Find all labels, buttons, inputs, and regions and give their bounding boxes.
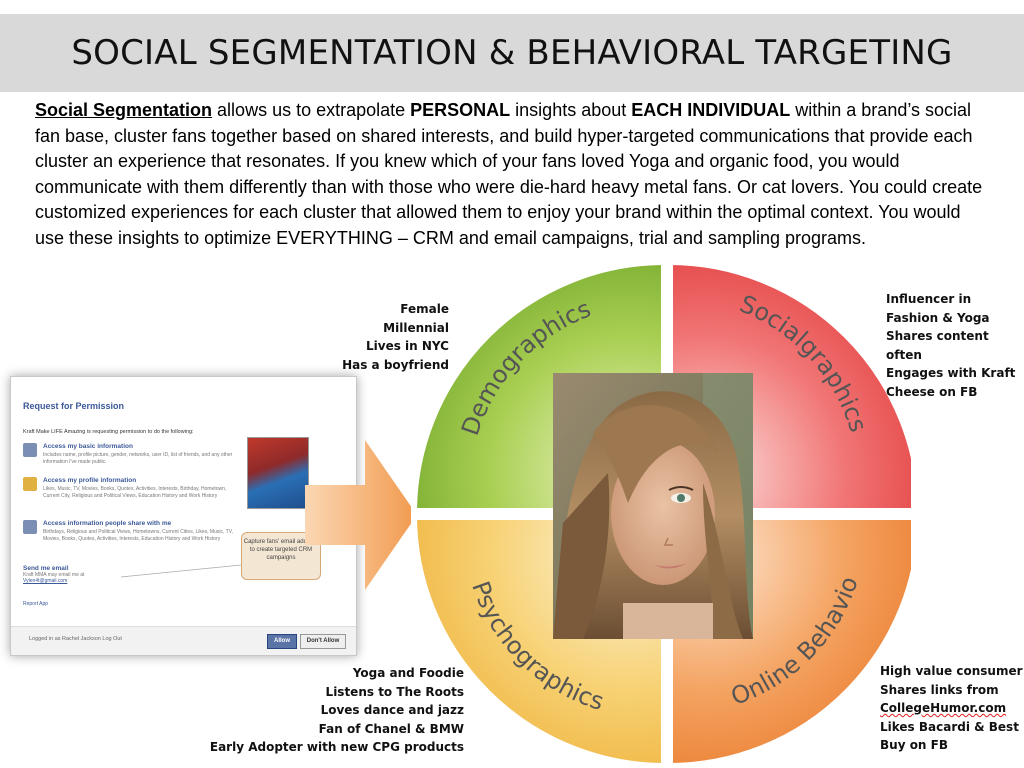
detail-line: Millennial (383, 320, 449, 335)
fb-email-address[interactable]: Vylen4t@gmail.com (23, 578, 68, 584)
fb-dialog-title: Request for Permission (23, 401, 125, 411)
fb-dialog-subtitle: Kraft Make LIFE Amazing is requesting pe… (23, 429, 194, 435)
body-bold-individual: EACH INDIVIDUAL (631, 100, 791, 120)
callout-line (120, 564, 242, 578)
fb-dialog-footer: Logged in as Rachel Jackson Log Out Allo… (11, 626, 356, 655)
lead-term: Social Segmentation (35, 100, 213, 120)
demographics-details: Female Millennial Lives in NYC Has a boy… (342, 300, 449, 374)
body-text-1: allows us to extrapolate (212, 100, 411, 120)
fb-email-row: Send me email Kraft MMA may email me at … (23, 565, 84, 584)
fb-email-desc: Kraft MMA may email me at (23, 572, 85, 578)
fb-row-desc: Birthdays, Religious and Political Views… (43, 529, 233, 542)
detail-line: Shares content often (886, 329, 989, 362)
detail-line: Likes Bacardi & Best (880, 719, 1019, 734)
socialgraphics-details: Influencer in Fashion & Yoga Shares cont… (886, 290, 1024, 401)
fb-row-title: Access my profile information (43, 477, 137, 484)
detail-line: Listens to The Roots (325, 684, 464, 699)
body-bold-personal: PERSONAL (410, 100, 511, 120)
body-text-3: within a brand’s social fan base, cluste… (35, 100, 983, 248)
fb-permission-dialog: Request for Permission Kraft Make LIFE A… (10, 376, 357, 656)
arrow-right-icon (305, 440, 417, 590)
fb-logged-in: Logged in as Rachel Jackson Log Out (29, 636, 122, 642)
detail-line: Lives in NYC (366, 339, 449, 353)
detail-line: High value consumer (880, 664, 1023, 678)
detail-line: Fan of Chanel & BMW (318, 721, 464, 736)
fb-report-link[interactable]: Report App (23, 601, 49, 607)
detail-line: Yoga and Foodie (352, 666, 464, 680)
detail-line: Cheese on FB (886, 384, 978, 399)
fb-row-title: Access my basic information (43, 443, 133, 450)
detail-line: Early Adopter with new CPG products (209, 740, 464, 754)
title-bar: SOCIAL SEGMENTATION & BEHAVIORAL TARGETI… (0, 14, 1024, 92)
dont-allow-button[interactable]: Don't Allow (300, 634, 346, 649)
body-text-2: insights about (510, 100, 632, 120)
allow-button[interactable]: Allow (267, 634, 297, 649)
slide-title: SOCIAL SEGMENTATION & BEHAVIORAL TARGETI… (71, 33, 953, 73)
psychographics-details: Yoga and Foodie Listens to The Roots Lov… (210, 664, 464, 757)
people-icon (23, 520, 37, 534)
portrait-photo (553, 373, 753, 639)
fb-row-desc: Likes, Music, TV, Movies, Books, Quotes,… (43, 486, 227, 499)
detail-line: Fashion & Yoga (886, 310, 990, 325)
pencil-icon (23, 477, 37, 491)
online-behavior-details: High value consumer Shares links from Co… (880, 662, 1023, 755)
detail-line: Female (400, 302, 449, 316)
detail-line: CollegeHumor.com (880, 701, 1007, 715)
detail-line: Loves dance and jazz (320, 703, 464, 717)
user-icon (23, 443, 37, 457)
detail-line: Influencer in (886, 292, 972, 306)
detail-line: Buy on FB (880, 738, 948, 752)
fb-row-desc: Includes name, profile picture, gender, … (43, 452, 233, 465)
detail-line: Shares links from (880, 682, 999, 697)
detail-line: Engages with Kraft (886, 366, 1016, 380)
body-paragraph: Social Segmentation allows us to extrapo… (35, 98, 985, 260)
fb-email-title: Send me email (23, 565, 69, 572)
app-thumbnail (247, 437, 309, 509)
fb-row-title: Access information people share with me (43, 520, 172, 527)
text-clip (35, 250, 985, 260)
detail-line: Has a boyfriend (342, 357, 449, 372)
